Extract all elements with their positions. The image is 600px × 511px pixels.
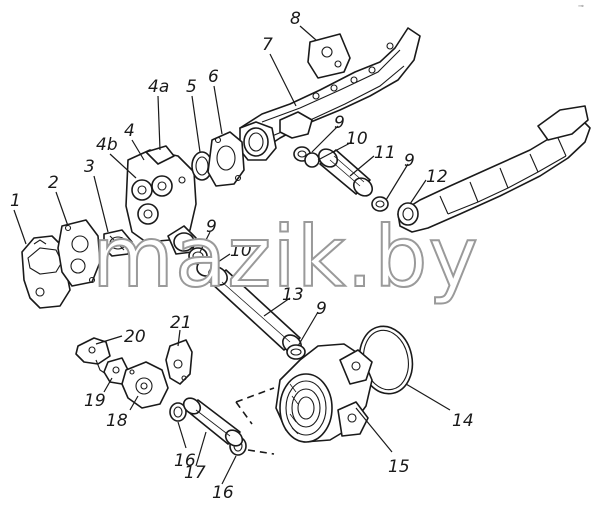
part-17-pipe xyxy=(182,397,244,447)
part-11-pipe xyxy=(317,148,374,197)
callout-15: 15 xyxy=(388,457,410,477)
callout-10-upper: 10 xyxy=(346,129,368,149)
callout-1: 1 xyxy=(10,191,21,211)
callout-12: 12 xyxy=(426,167,448,187)
part-8-bracket xyxy=(307,33,351,79)
callout-17: 17 xyxy=(184,463,206,483)
callout-20: 20 xyxy=(124,327,146,347)
callout-3: 3 xyxy=(84,157,95,177)
part-21-gasket xyxy=(165,339,193,385)
callout-9-middle: 9 xyxy=(206,217,217,237)
part-18-housing xyxy=(121,361,169,409)
callout-4b: 4b xyxy=(96,135,118,155)
callout-19: 19 xyxy=(84,391,106,411)
callout-5: 5 xyxy=(186,77,197,97)
part-20-bracket xyxy=(75,337,111,375)
callout-16-a: 16 xyxy=(174,451,196,471)
callout-labels: 1 2 3 4b 4 4a 5 6 7 8 9 10 11 9 12 9 10 … xyxy=(10,9,474,503)
callout-9-upper-a: 9 xyxy=(334,113,345,133)
ring-9-lower xyxy=(286,344,306,360)
callout-18: 18 xyxy=(106,411,128,431)
corner-mark: ⊸ xyxy=(578,2,584,10)
part-15-pump xyxy=(275,343,373,443)
callout-16-b: 16 xyxy=(212,483,234,503)
part-1-cover xyxy=(21,235,71,309)
part-2-gasket xyxy=(57,219,101,287)
part-7-manifold xyxy=(239,27,421,161)
dashed-connector xyxy=(235,387,275,455)
ring-9-upper-b xyxy=(371,196,389,212)
part-12-manifold xyxy=(397,105,591,233)
watermark: mazik.by xyxy=(92,208,479,306)
callout-9-lower: 9 xyxy=(316,299,327,319)
callout-21: 21 xyxy=(170,313,192,333)
part-4-housing xyxy=(125,145,197,255)
part-16-ring-a xyxy=(169,402,187,422)
leader-lines xyxy=(13,25,451,485)
callout-13: 13 xyxy=(282,285,304,305)
callout-4: 4 xyxy=(124,121,135,141)
callout-6: 6 xyxy=(208,67,219,87)
callout-2: 2 xyxy=(48,173,59,193)
callout-10-middle: 10 xyxy=(230,241,252,261)
callout-14: 14 xyxy=(452,411,474,431)
callout-9-upper-b: 9 xyxy=(404,151,415,171)
part-6-gasket xyxy=(207,131,245,187)
callout-7: 7 xyxy=(262,35,273,55)
callout-8: 8 xyxy=(290,9,301,29)
callout-11: 11 xyxy=(374,143,396,163)
ring-10-upper xyxy=(304,152,320,168)
part-3-thermostat xyxy=(103,229,133,257)
callout-4a: 4a xyxy=(148,77,169,97)
